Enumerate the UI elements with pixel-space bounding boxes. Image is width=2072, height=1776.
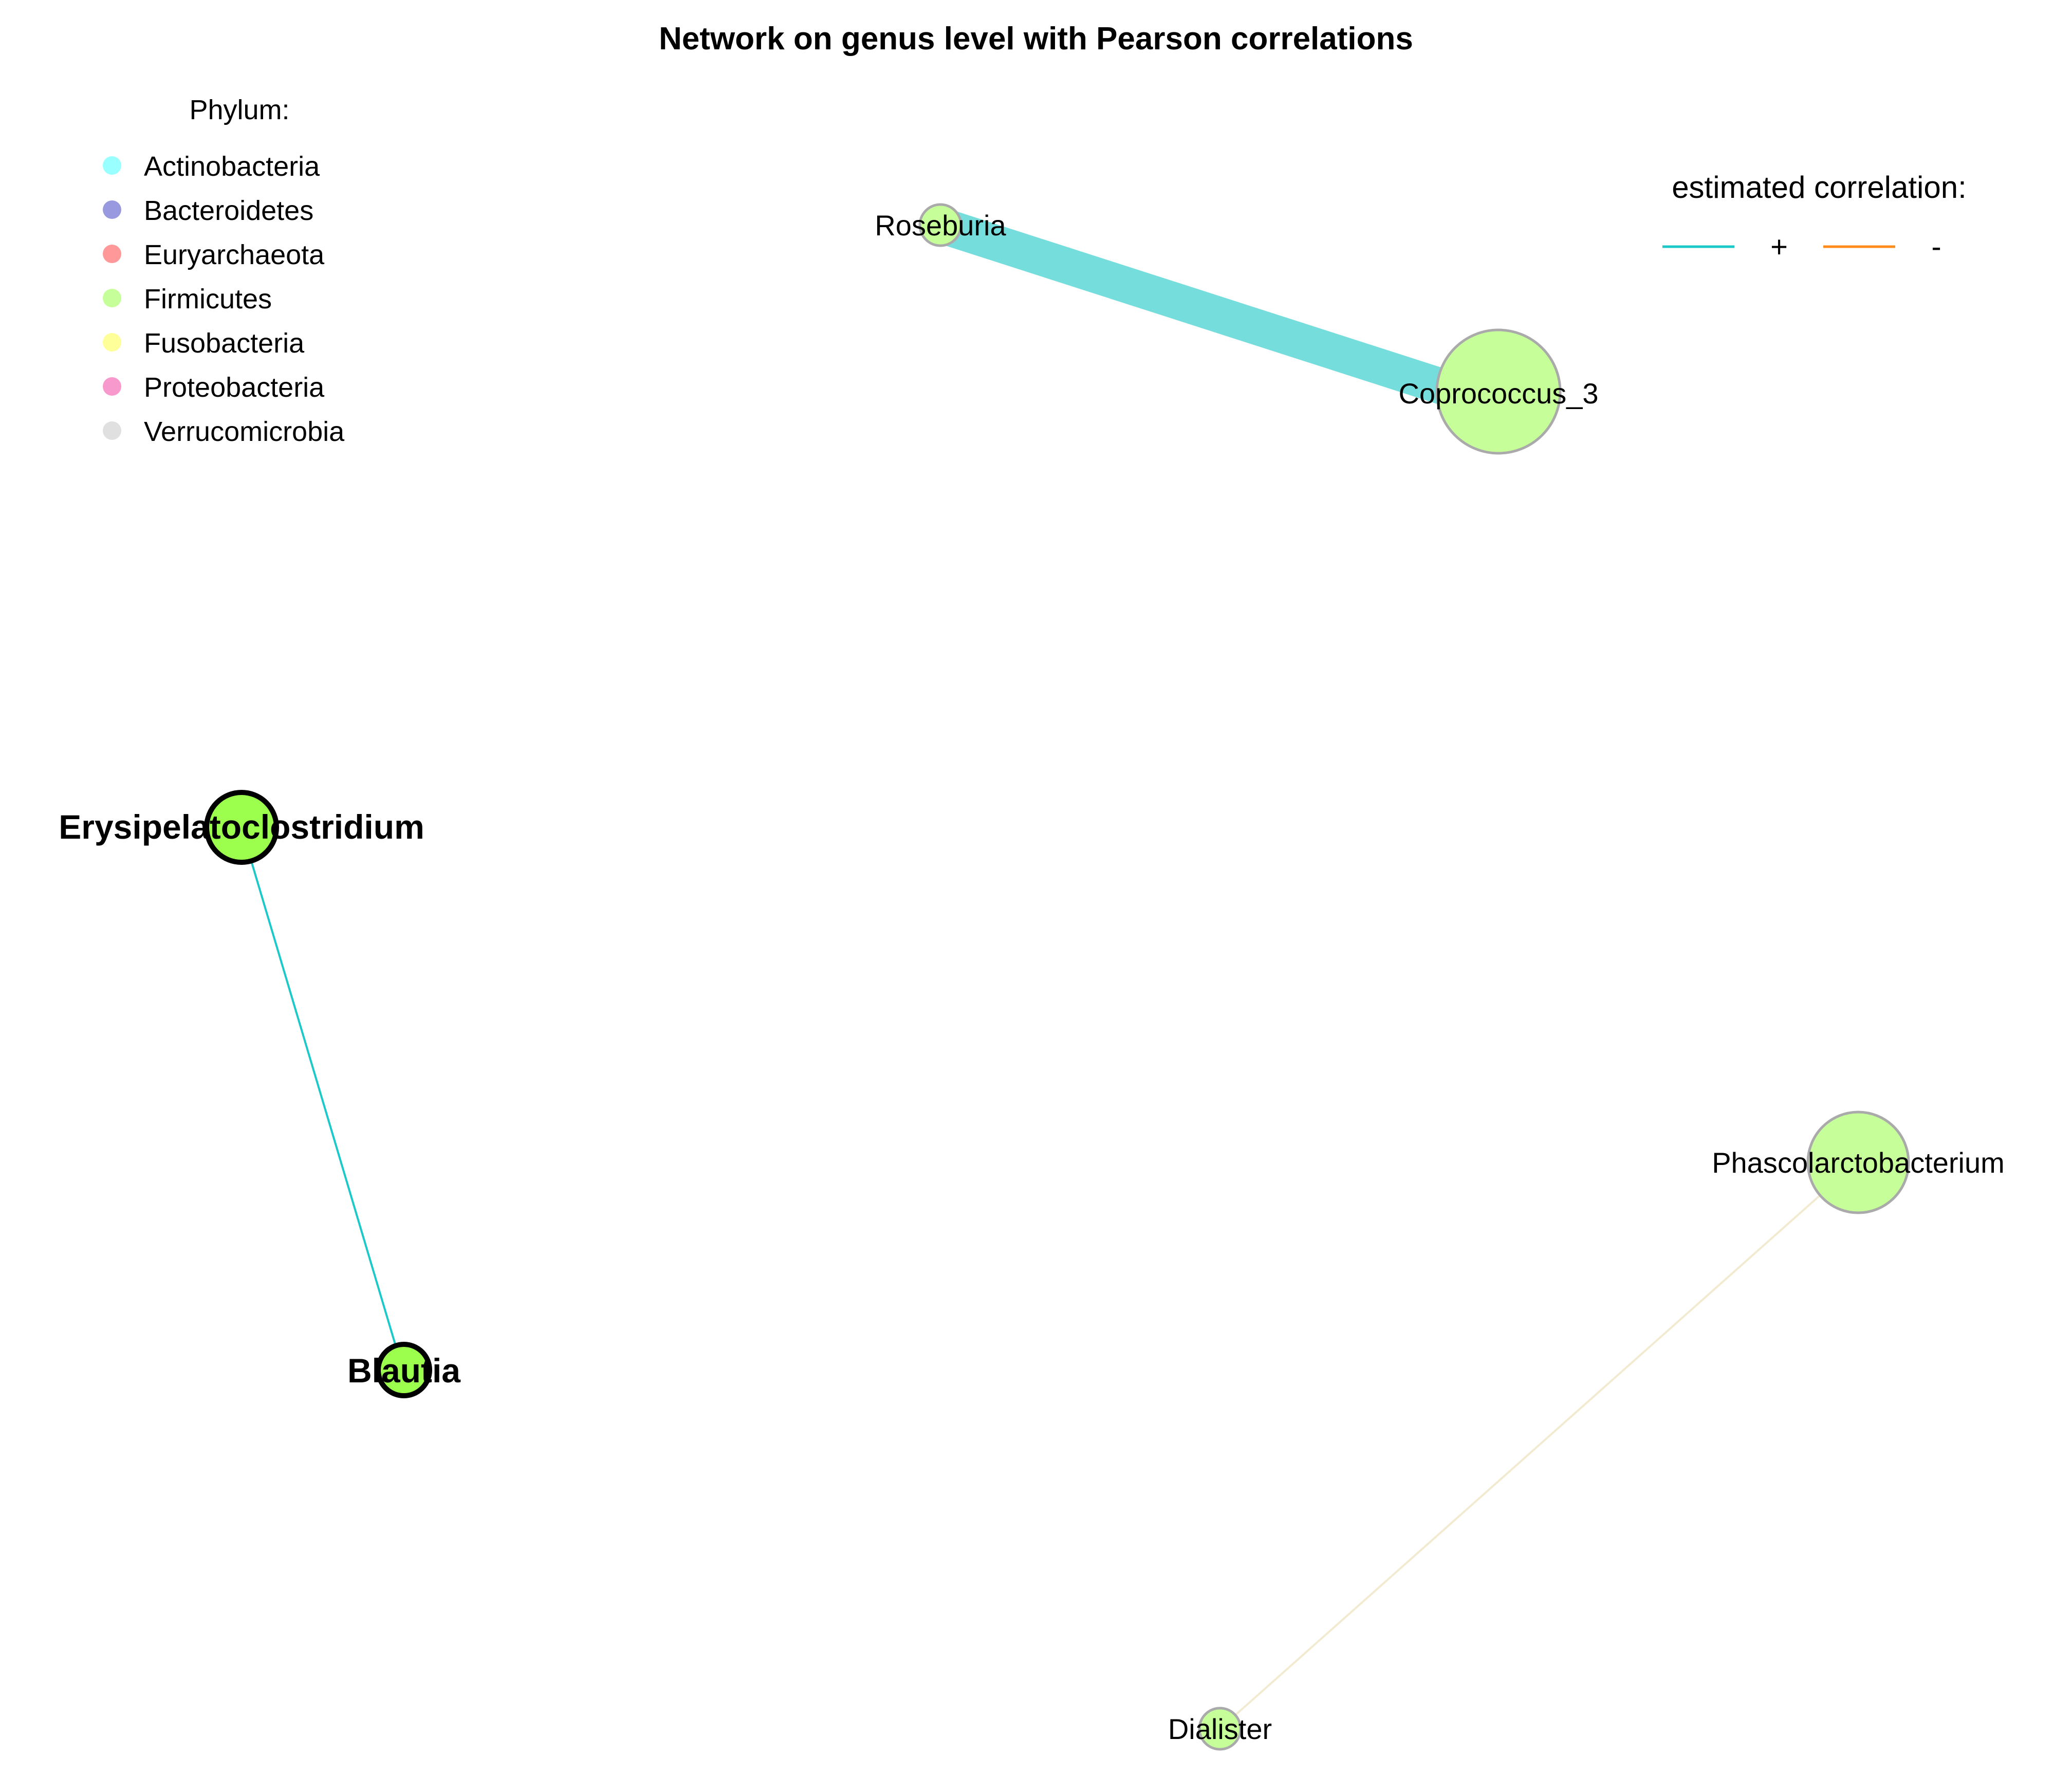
node-roseburia[interactable]: Roseburia — [875, 203, 1006, 247]
node-circle — [1806, 1111, 1910, 1214]
phylum-legend-label: Bacteroidetes — [144, 195, 313, 226]
node-label: Phascolarctobacterium — [1712, 1146, 2005, 1179]
edge-phascolarctobacterium-dialister — [1219, 1160, 1859, 1730]
node-circle — [918, 203, 963, 247]
network-nodes: Roseburia Coprococcus_3 Erysipelatoclost… — [59, 203, 2005, 1751]
node-erysipelatoclostridium[interactable]: Erysipelatoclostridium — [59, 790, 424, 865]
phylum-legend-item: Fusobacteria — [103, 328, 305, 359]
node-circle — [1198, 1707, 1242, 1751]
phylum-swatch — [103, 289, 121, 307]
node-label: Erysipelatoclostridium — [59, 808, 424, 846]
phylum-legend-item: Proteobacteria — [103, 372, 325, 403]
phylum-legend-item: Firmicutes — [103, 284, 272, 314]
phylum-legend-label: Actinobacteria — [144, 151, 320, 182]
edge-roseburia-coprococcus — [935, 208, 1460, 408]
node-label: Roseburia — [875, 209, 1006, 242]
phylum-legend-item: Euryarchaeota — [103, 239, 325, 270]
phylum-legend: Phylum: Actinobacteria Bacteroidetes Eur… — [103, 95, 345, 447]
node-blautia[interactable]: Blautia — [347, 1342, 461, 1398]
phylum-legend-label: Verrucomicrobia — [144, 416, 345, 447]
node-label: Dialister — [1168, 1713, 1272, 1745]
phylum-legend-label: Firmicutes — [144, 284, 272, 314]
phylum-swatch — [103, 200, 121, 219]
node-coprococcus-3[interactable]: Coprococcus_3 — [1398, 328, 1599, 455]
phylum-legend-item: Bacteroidetes — [103, 195, 313, 226]
phylum-swatch — [103, 421, 121, 440]
correlation-legend: estimated correlation: + - — [1662, 170, 1967, 264]
correlation-legend-label-positive: + — [1770, 230, 1788, 264]
phylum-legend-label: Euryarchaeota — [144, 239, 325, 270]
correlation-legend-title: estimated correlation: — [1672, 170, 1967, 205]
phylum-legend-item: Actinobacteria — [103, 151, 320, 182]
phylum-swatch — [103, 333, 121, 351]
diagram-title: Network on genus level with Pearson corr… — [659, 21, 1413, 57]
phylum-legend-title: Phylum: — [189, 95, 289, 125]
correlation-legend-label-negative: - — [1931, 230, 1941, 264]
node-label: Blautia — [347, 1352, 461, 1390]
node-phascolarctobacterium[interactable]: Phascolarctobacterium — [1712, 1111, 2005, 1214]
node-circle — [204, 790, 279, 865]
phylum-legend-label: Fusobacteria — [144, 328, 305, 359]
phylum-legend-label: Proteobacteria — [144, 372, 325, 403]
node-circle — [376, 1342, 432, 1398]
phylum-swatch — [103, 377, 121, 396]
node-circle — [1435, 328, 1562, 455]
phylum-swatch — [103, 156, 121, 175]
network-edges — [240, 208, 1859, 1730]
node-dialister[interactable]: Dialister — [1168, 1707, 1272, 1751]
phylum-swatch — [103, 245, 121, 263]
edge-erysipelatoclostridium-blautia — [240, 828, 404, 1371]
node-label: Coprococcus_3 — [1398, 377, 1598, 410]
phylum-legend-item: Verrucomicrobia — [103, 416, 345, 447]
